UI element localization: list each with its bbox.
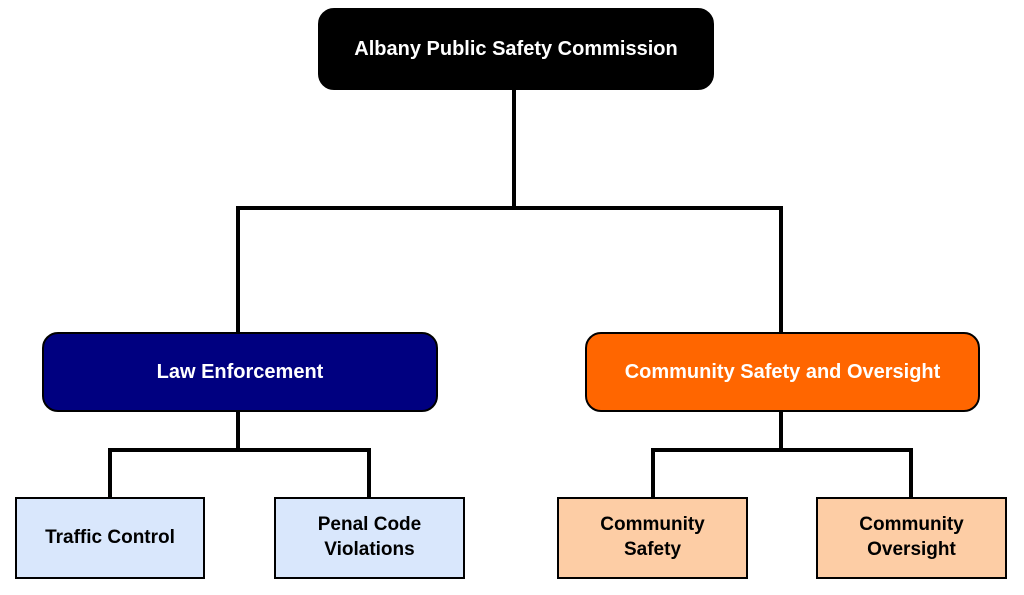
leaf-node-community-oversight: Community Oversight xyxy=(816,497,1007,579)
leaf-node-penal-code-violations: Penal Code Violations xyxy=(274,497,465,579)
branch-node-law-enforcement: Law Enforcement xyxy=(42,332,438,412)
leaf-node-label: Community Safety xyxy=(600,514,705,560)
root-node-label: Albany Public Safety Commission xyxy=(354,38,678,60)
leaf-node-label: Penal Code Violations xyxy=(317,514,422,560)
leaf-node-community-safety: Community Safety xyxy=(557,497,748,579)
leaf-node-label: Community Oversight xyxy=(859,514,964,560)
branch-node-label: Community Safety and Oversight xyxy=(624,361,941,383)
root-node-albany-public-safety-commission: Albany Public Safety Commission xyxy=(318,8,714,90)
leaf-node-traffic-control: Traffic Control xyxy=(15,497,205,579)
branch-node-label: Law Enforcement xyxy=(156,361,324,383)
leaf-node-label: Traffic Control xyxy=(45,526,175,548)
branch-node-community-safety-and-oversight: Community Safety and Oversight xyxy=(585,332,980,412)
